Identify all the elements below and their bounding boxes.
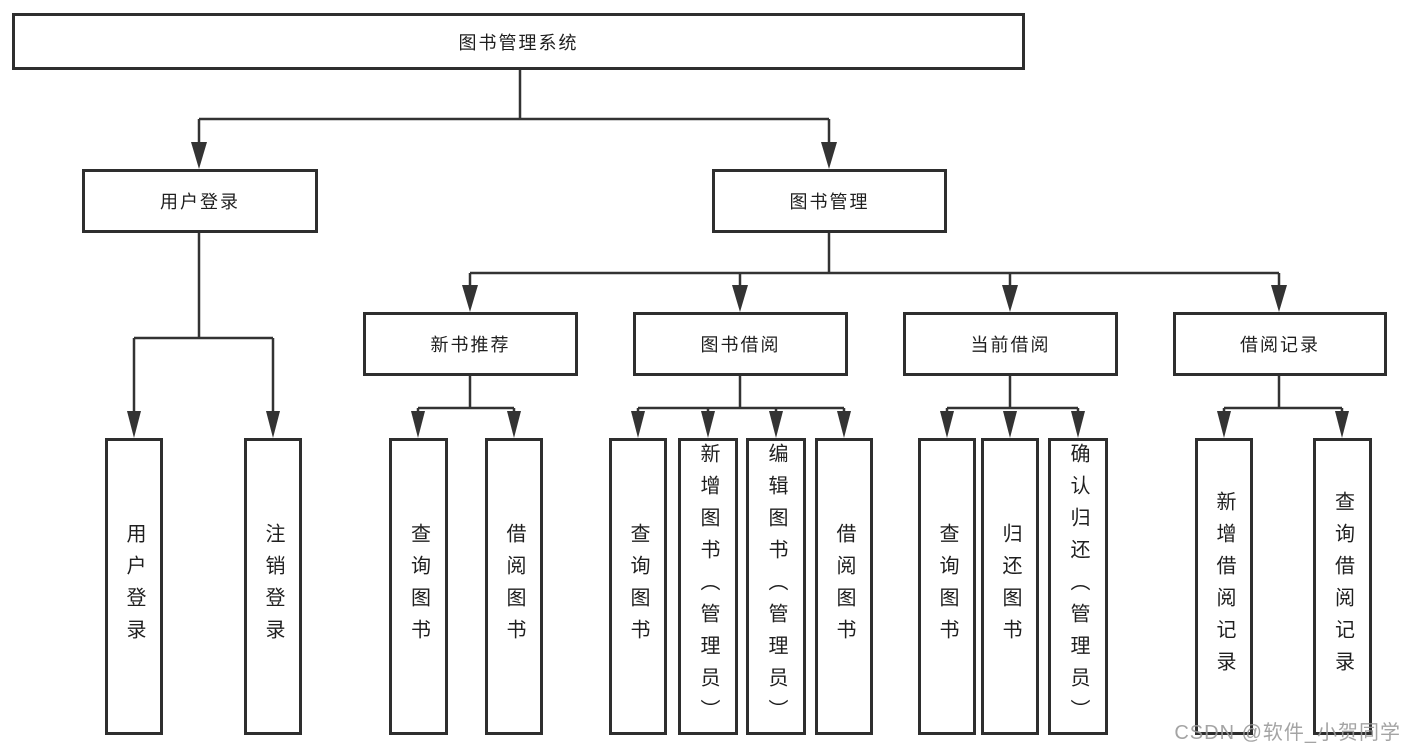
node-label: 查询图书 — [407, 522, 430, 651]
node-label: 新增借阅记录 — [1213, 490, 1235, 683]
leaf-edit-books-admin: 编辑图书（管理员） — [746, 438, 806, 735]
node-label: 查询借阅记录 — [1331, 490, 1354, 683]
node-label: 新书推荐 — [430, 335, 511, 355]
leaf-query-books-current: 查询图书 — [918, 438, 976, 735]
leaf-return-books: 归还图书 — [981, 438, 1039, 735]
node-label: 当前借阅 — [970, 335, 1051, 355]
node-user-login: 用户登录 — [82, 169, 318, 233]
node-label: 借阅图书 — [833, 522, 855, 651]
node-book-management: 图书管理 — [712, 169, 947, 233]
node-library-management-system: 图书管理系统 — [12, 13, 1025, 70]
node-label: 图书管理系统 — [458, 32, 579, 53]
leaf-logout: 注销登录 — [244, 438, 302, 735]
leaf-borrow-books-recommend: 借阅图书 — [485, 438, 543, 735]
node-label: 查询图书 — [936, 522, 958, 651]
node-label: 确认归还（管理员） — [1067, 442, 1089, 731]
node-label: 图书借阅 — [700, 335, 781, 355]
node-label: 查询图书 — [627, 522, 649, 651]
leaf-confirm-return-admin: 确认归还（管理员） — [1048, 438, 1108, 735]
node-borrowing-records: 借阅记录 — [1173, 312, 1387, 376]
node-label: 借阅记录 — [1240, 335, 1320, 355]
node-new-book-recommendation: 新书推荐 — [363, 312, 578, 376]
node-label: 借阅图书 — [503, 522, 525, 651]
csdn-watermark: CSDN @软件_小贺同学 — [1174, 722, 1401, 744]
leaf-add-borrow-record: 新增借阅记录 — [1195, 438, 1253, 735]
node-label: 编辑图书（管理员） — [765, 442, 787, 731]
leaf-query-books-borrowing: 查询图书 — [609, 438, 667, 735]
node-label: 图书管理 — [789, 192, 870, 212]
node-label: 注销登录 — [262, 522, 284, 651]
leaf-borrow-books-borrowing: 借阅图书 — [815, 438, 873, 735]
leaf-query-books-recommend: 查询图书 — [389, 438, 448, 735]
leaf-query-borrow-record: 查询借阅记录 — [1313, 438, 1372, 735]
leaf-add-books-admin: 新增图书（管理员） — [678, 438, 738, 735]
node-label: 用户登录 — [123, 522, 145, 651]
node-current-borrowing: 当前借阅 — [903, 312, 1118, 376]
node-book-borrowing: 图书借阅 — [633, 312, 848, 376]
node-label: 用户登录 — [160, 192, 240, 212]
node-label: 归还图书 — [999, 522, 1021, 651]
node-label: 新增图书（管理员） — [697, 442, 719, 731]
leaf-user-login: 用户登录 — [105, 438, 163, 735]
